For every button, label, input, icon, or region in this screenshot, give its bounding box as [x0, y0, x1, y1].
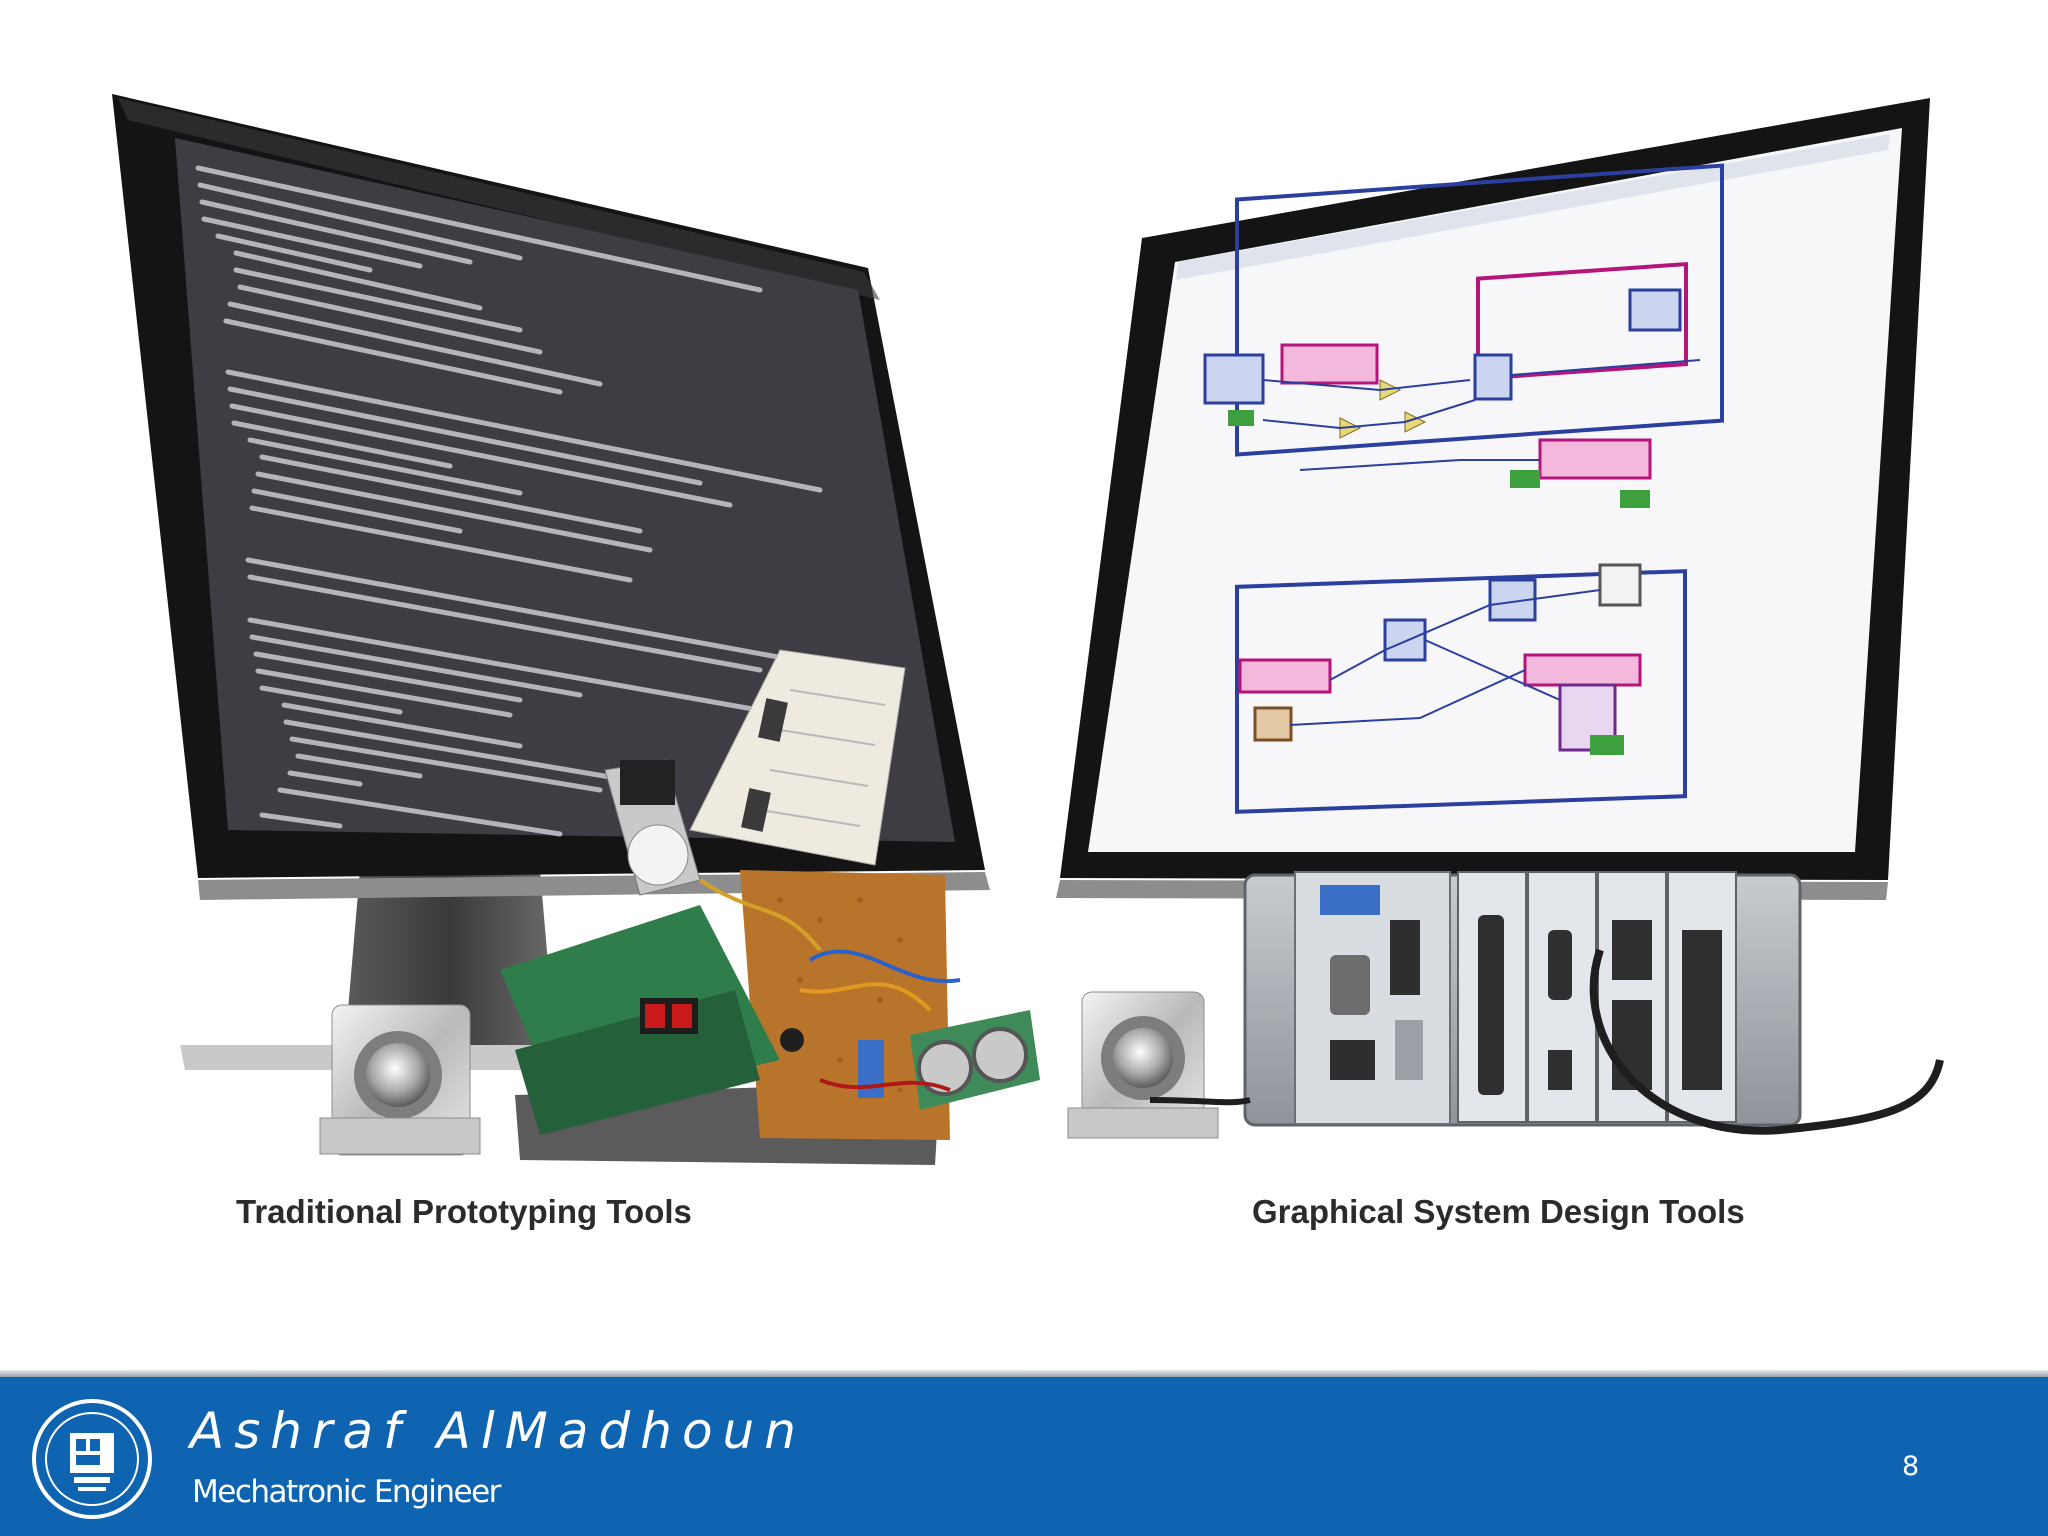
slide-footer [0, 1377, 2048, 1536]
traditional-tools-caption: Traditional Prototyping Tools [236, 1193, 692, 1230]
slide-number: 8 [1902, 1451, 1920, 1482]
right-knob-bracket [1067, 991, 1219, 1139]
ultrasonic-sensor [910, 1010, 1040, 1110]
prototyping-tools-illustration [112, 94, 1944, 1165]
compactrio-chassis [1149, 871, 1944, 1135]
code-monitor [112, 94, 990, 1070]
code-lines [195, 165, 863, 837]
block-diagram [1235, 163, 1724, 814]
graphical-tools-caption: Graphical System Design Tools [1252, 1193, 1745, 1230]
footer-divider [0, 1370, 2048, 1377]
author-title: Mechatronic Engineer [192, 1474, 501, 1510]
left-knob-bracket [319, 1004, 481, 1156]
diagram-wires [1262, 359, 1701, 726]
author-name: Ashraf AlMadhoun [190, 1402, 806, 1460]
diagram-nodes [1203, 288, 1682, 755]
block-diagram-monitor [1056, 98, 1930, 900]
university-seal-icon [32, 1399, 152, 1519]
prototype-circuit-boards [500, 649, 1040, 1165]
